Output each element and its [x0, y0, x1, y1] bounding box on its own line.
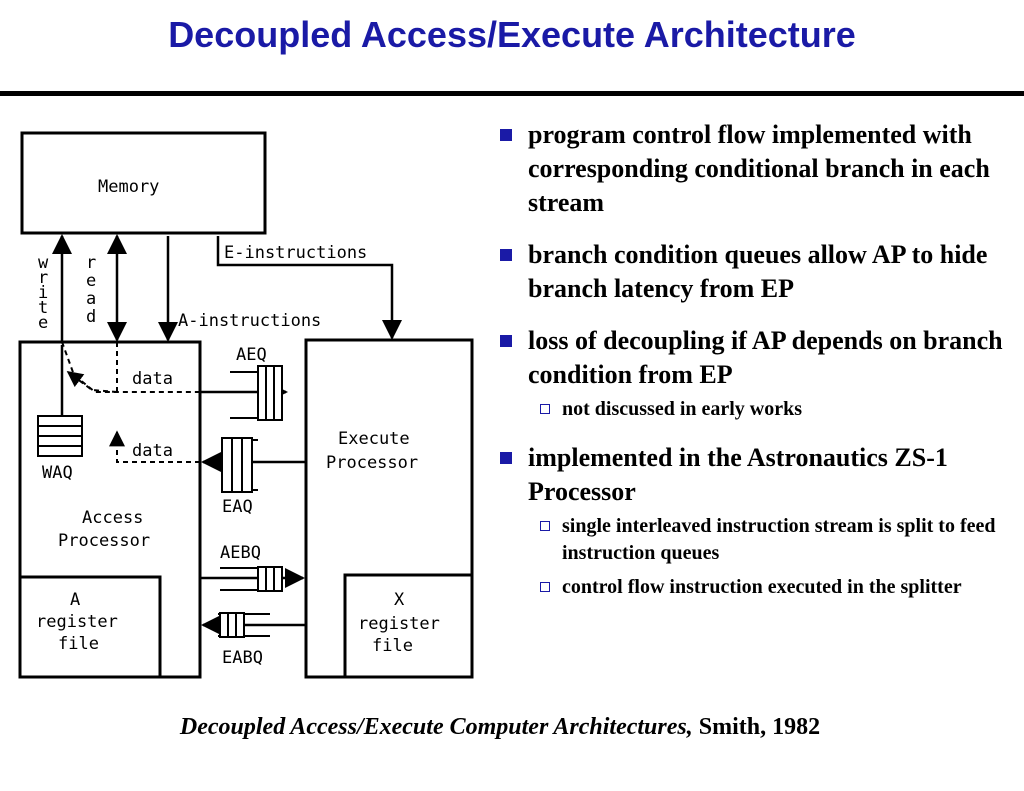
- data-path-bottom: [109, 430, 200, 463]
- eabq-queue: [218, 612, 270, 638]
- bullet-text: branch condition queues allow AP to hide…: [528, 240, 988, 303]
- hollow-square-bullet-icon: [540, 582, 550, 592]
- execute-label: Processor: [326, 453, 418, 473]
- bullet-item: implemented in the Astronautics ZS-1 Pro…: [498, 441, 1018, 509]
- sub-bullet-item: single interleaved instruction stream is…: [498, 513, 1018, 567]
- bullet-text: program control flow implemented with co…: [528, 120, 990, 217]
- hollow-square-bullet-icon: [540, 404, 550, 414]
- write-letter: w: [38, 253, 49, 273]
- sub-bullet-text: single interleaved instruction stream is…: [562, 515, 996, 564]
- aeq-label: AEQ: [236, 345, 267, 365]
- read-letter: a: [86, 289, 96, 309]
- square-bullet-icon: [500, 249, 512, 261]
- aeq-queue: [230, 365, 283, 421]
- access-label: Access: [82, 508, 143, 528]
- sub-bullet-item: control flow instruction executed in the…: [498, 574, 1018, 601]
- e-instructions-label: E-instructions: [224, 243, 367, 263]
- bullet-list: program control flow implemented with co…: [498, 118, 1018, 608]
- eaq-label: EAQ: [222, 497, 253, 517]
- title-divider: [0, 91, 1024, 96]
- execute-label: Execute: [338, 429, 410, 449]
- a-register-label: file: [58, 634, 99, 654]
- data-label-bottom: data: [132, 441, 173, 461]
- write-letter: i: [38, 283, 48, 303]
- slide-title: Decoupled Access/Execute Architecture: [168, 14, 856, 55]
- aebq-queue: [220, 566, 283, 592]
- eabq-label: EABQ: [222, 648, 263, 668]
- x-register-file-box: [343, 573, 474, 679]
- citation: Decoupled Access/Execute Computer Archit…: [0, 714, 1000, 741]
- dae-diagram: Memory E-instructions A-instructions w r…: [18, 131, 474, 679]
- memory-box: [20, 131, 267, 235]
- a-instructions-label: A-instructions: [178, 311, 321, 331]
- a-register-label: register: [36, 612, 118, 632]
- waq-queue: [37, 415, 83, 457]
- write-letter: t: [38, 298, 48, 318]
- eaq-queue: [221, 437, 258, 493]
- x-register-label: register: [358, 614, 440, 634]
- read-letter: d: [86, 307, 96, 327]
- bullet-item: program control flow implemented with co…: [498, 118, 1018, 220]
- bullet-text: implemented in the Astronautics ZS-1 Pro…: [528, 443, 948, 506]
- aebq-label: AEBQ: [220, 543, 261, 563]
- read-letter: e: [86, 271, 96, 291]
- bullet-item: loss of decoupling if AP depends on bran…: [498, 324, 1018, 392]
- write-letter: e: [38, 313, 48, 333]
- e-instructions-arrow: [216, 236, 402, 340]
- a-register-file-box: [18, 575, 162, 679]
- data-label-top: data: [132, 369, 173, 389]
- write-letter: r: [38, 268, 48, 288]
- square-bullet-icon: [500, 129, 512, 141]
- x-register-label: file: [372, 636, 413, 656]
- access-label: Processor: [58, 531, 150, 551]
- bullet-text: loss of decoupling if AP depends on bran…: [528, 326, 1003, 389]
- hollow-square-bullet-icon: [540, 521, 550, 531]
- sub-bullet-text: control flow instruction executed in the…: [562, 576, 962, 598]
- sub-bullet-text: not discussed in early works: [562, 398, 803, 420]
- square-bullet-icon: [500, 335, 512, 347]
- citation-author-year: Smith, 1982: [692, 714, 821, 740]
- sub-bullet-item: not discussed in early works: [498, 396, 1018, 423]
- waq-label: WAQ: [42, 463, 73, 483]
- x-register-label: X: [394, 590, 405, 610]
- memory-label: Memory: [98, 177, 159, 197]
- square-bullet-icon: [500, 452, 512, 464]
- bullet-item: branch condition queues allow AP to hide…: [498, 238, 1018, 306]
- read-letter: r: [86, 253, 96, 273]
- a-register-label: A: [70, 590, 80, 610]
- data-path-top: [61, 341, 200, 393]
- citation-title: Decoupled Access/Execute Computer Archit…: [179, 714, 693, 740]
